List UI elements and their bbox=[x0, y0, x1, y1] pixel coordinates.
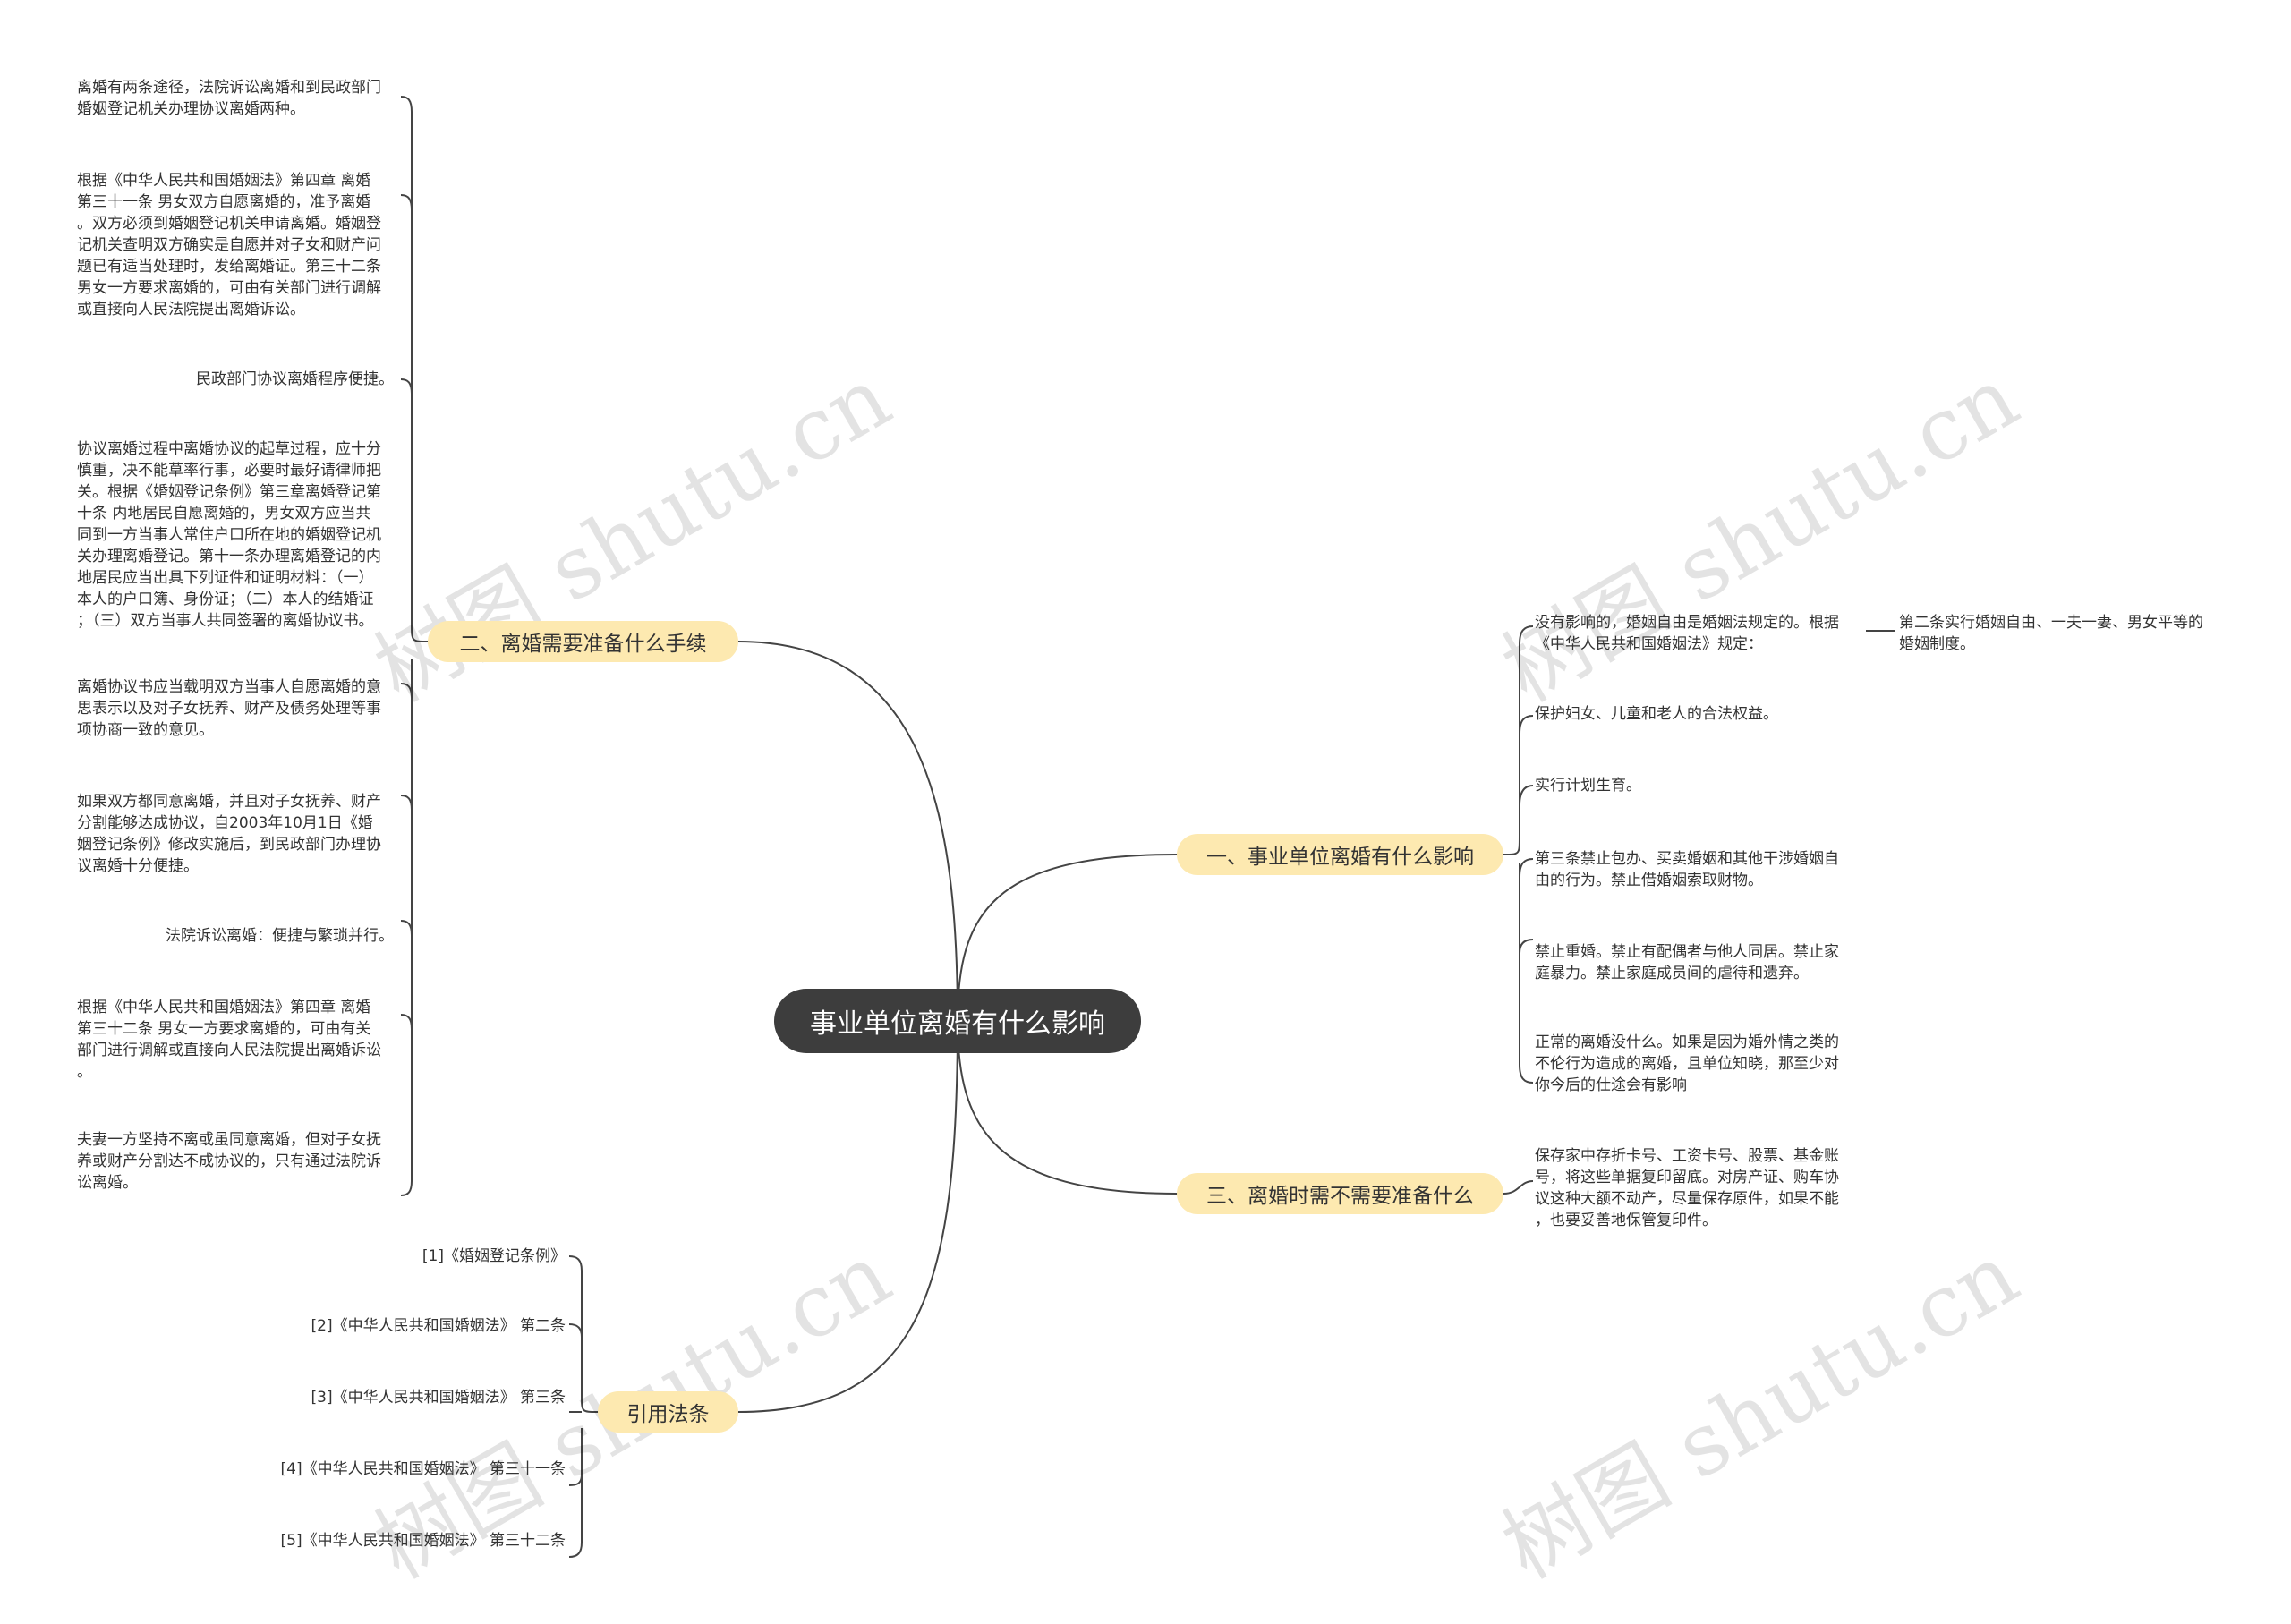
leaf-r3[interactable]: 实行计划生育。 bbox=[1535, 777, 1641, 795]
leaf-r7[interactable]: 保存家中存折卡号、工资卡号、股票、基金账 号，将这些单据复印留底。对房产证、购车… bbox=[1535, 1147, 1839, 1229]
leaf-l1[interactable]: 离婚有两条途径，法院诉讼离婚和到民政部门 婚姻登记机关办理协议离婚两种。 bbox=[77, 79, 381, 118]
citation-2[interactable]: [2]《中华人民共和国婚姻法》 第二条 bbox=[311, 1317, 566, 1335]
leaf-r5[interactable]: 禁止重婚。禁止有配偶者与他人同居。禁止家 庭暴力。禁止家庭成员间的虐待和遗弃。 bbox=[1535, 943, 1839, 982]
leaf-l3[interactable]: 民政部门协议离婚程序便捷。 bbox=[196, 370, 394, 388]
leaf-l2[interactable]: 根据《中华人民共和国婚姻法》第四章 离婚 第三十一条 男女双方自愿离婚的，准予离… bbox=[77, 172, 381, 319]
connector-root-b2 bbox=[737, 641, 958, 1022]
leaf-l8[interactable]: 根据《中华人民共和国婚姻法》第四章 离婚 第三十二条 男女一方要求离婚的，可由有… bbox=[77, 999, 381, 1081]
branch-node-citations[interactable]: 引用法条 bbox=[598, 1391, 738, 1433]
citation-4[interactable]: [4]《中华人民共和国婚姻法》 第三十一条 bbox=[280, 1460, 566, 1478]
connector-root-b3 bbox=[957, 1020, 1178, 1195]
branch-node-impact[interactable]: 一、事业单位离婚有什么影响 bbox=[1177, 834, 1503, 875]
citation-3[interactable]: [3]《中华人民共和国婚姻法》 第三条 bbox=[311, 1389, 566, 1407]
citation-1[interactable]: [1]《婚姻登记条例》 bbox=[422, 1247, 566, 1265]
leaf-r4[interactable]: 第三条禁止包办、买卖婚姻和其他干涉婚姻自 由的行为。禁止借婚姻索取财物。 bbox=[1535, 850, 1839, 889]
leaf-l5[interactable]: 离婚协议书应当载明双方当事人自愿离婚的意 思表示以及对子女抚养、财产及债务处理等… bbox=[77, 678, 381, 739]
leaf-l6[interactable]: 如果双方都同意离婚，并且对子女抚养、财产 分割能够达成协议，自2003年10月1… bbox=[77, 793, 381, 875]
leaf-r6[interactable]: 正常的离婚没什么。如果是因为婚外情之类的 不伦行为造成的离婚，且单位知晓，那至少… bbox=[1535, 1033, 1839, 1094]
branch-node-preparation[interactable]: 三、离婚时需不需要准备什么 bbox=[1177, 1173, 1503, 1214]
leaf-r1[interactable]: 没有影响的，婚姻自由是婚姻法规定的。根据 《中华人民共和国婚姻法》规定： bbox=[1535, 614, 1839, 653]
root-node[interactable]: 事业单位离婚有什么影响 bbox=[774, 989, 1141, 1053]
leaf-r2[interactable]: 保护妇女、儿童和老人的合法权益。 bbox=[1535, 705, 1778, 723]
connector-root-b1 bbox=[957, 854, 1178, 1022]
leaf-l7[interactable]: 法院诉讼离婚：便捷与繁琐并行。 bbox=[166, 927, 394, 945]
leaf-r1-child[interactable]: 第二条实行婚姻自由、一夫一妻、男女平等的 婚姻制度。 bbox=[1899, 614, 2203, 653]
bracket-b2 bbox=[400, 96, 429, 1196]
leaf-l9[interactable]: 夫妻一方坚持不离或虽同意离婚，但对子女抚 养或财产分割达不成协议的，只有通过法院… bbox=[77, 1131, 381, 1192]
leaf-l4[interactable]: 协议离婚过程中离婚协议的起草过程，应十分 慎重，决不能草率行事，必要时最好请律师… bbox=[77, 440, 381, 630]
connector-root-b4 bbox=[737, 1020, 958, 1413]
citation-5[interactable]: [5]《中华人民共和国婚姻法》 第三十二条 bbox=[280, 1532, 566, 1550]
branch-node-procedures[interactable]: 二、离婚需要准备什么手续 bbox=[428, 621, 738, 662]
bracket-b1 bbox=[1503, 625, 1534, 1084]
